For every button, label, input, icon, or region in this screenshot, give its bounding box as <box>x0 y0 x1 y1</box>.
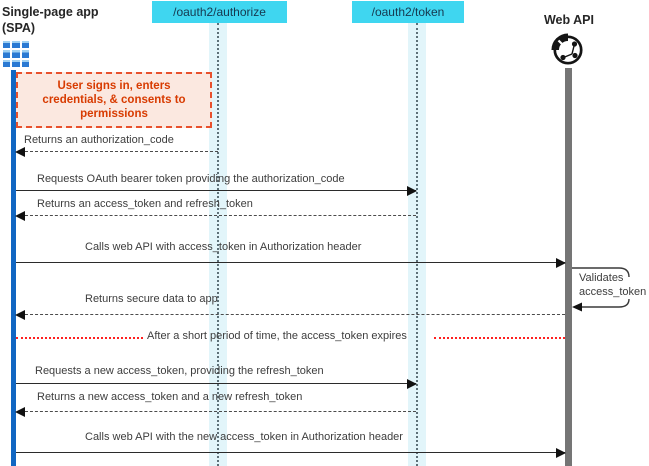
msg-requests-new-token: Requests a new access_token, providing t… <box>35 365 324 377</box>
expiry-line-left <box>16 337 143 339</box>
consent-note-text: User signs in, enters credentials, & con… <box>42 80 186 120</box>
spa-actor-label-line1: Single-page app <box>2 5 99 19</box>
msg-returns-new-tokens: Returns a new access_token and a new ref… <box>37 391 303 403</box>
webapi-actor-label: Web API <box>543 13 594 27</box>
arrow-calls-webapi-new-token <box>16 448 566 458</box>
msg-returns-authorization-code: Returns an authorization_code <box>24 134 174 146</box>
expiry-line-right <box>434 337 565 339</box>
token-endpoint-label: /oauth2/token <box>371 5 445 19</box>
msg-calls-webapi-new-token: Calls web API with the new access_token … <box>85 431 403 443</box>
authorize-endpoint-box: /oauth2/authorize <box>152 1 287 23</box>
authorize-endpoint-label: /oauth2/authorize <box>173 5 266 19</box>
validate-note-line1: Validates <box>579 272 624 284</box>
spa-actor-label: Single-page app (SPA) <box>2 4 99 36</box>
arrow-requests-new-token <box>16 379 417 389</box>
arrow-returns-tokens <box>15 211 416 221</box>
app-grid-icon <box>3 41 29 67</box>
msg-calls-webapi: Calls web API with access_token in Autho… <box>85 241 362 253</box>
expiry-text: After a short period of time, the access… <box>147 330 407 342</box>
arrow-returns-secure-data <box>15 310 565 320</box>
msg-returns-tokens: Returns an access_token and refresh_toke… <box>37 198 253 210</box>
globe-network-icon <box>551 33 583 65</box>
webapi-activation-bar <box>565 68 572 466</box>
spa-actor-label-line2: (SPA) <box>2 21 36 35</box>
arrow-requests-bearer-token <box>16 186 417 196</box>
token-lifeline <box>416 23 418 466</box>
validate-note-line2: access_token <box>579 286 647 298</box>
token-endpoint-box: /oauth2/token <box>352 1 464 23</box>
arrow-returns-authorization-code <box>15 147 218 157</box>
arrow-calls-webapi <box>16 258 566 268</box>
authorize-lifeline <box>217 23 219 466</box>
msg-returns-secure-data: Returns secure data to app <box>85 293 218 305</box>
spa-activation-bar <box>11 70 16 466</box>
arrow-returns-new-tokens <box>15 407 416 417</box>
validate-self-call-arrow <box>572 267 630 312</box>
consent-note-box: User signs in, enters credentials, & con… <box>16 72 212 128</box>
msg-requests-bearer-token: Requests OAuth bearer token providing th… <box>37 173 345 185</box>
